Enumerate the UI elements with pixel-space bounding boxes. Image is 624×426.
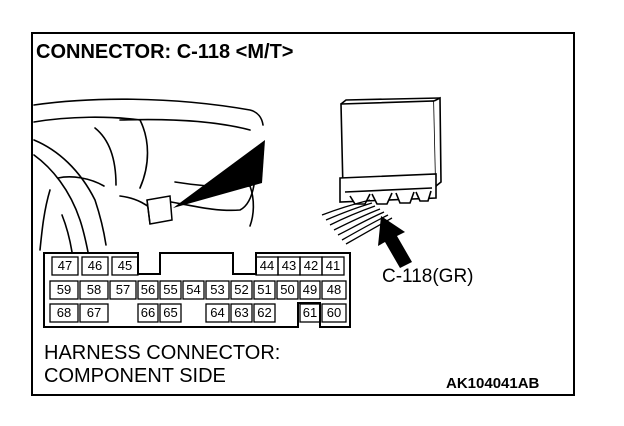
pin-45: 45 [118,258,132,273]
pin-54: 54 [186,282,200,297]
pin-59-cell [49,280,79,300]
diagram-title: CONNECTOR: C-118 <M/T> [36,41,294,63]
pin-49-cell [299,280,321,300]
pin-57: 57 [116,282,130,297]
pin-65-cell [159,303,182,323]
connector-callout-label: C-118(GR) [382,266,474,287]
pin-45-cell [111,256,139,276]
pin-46-cell [81,256,109,276]
pin-52-cell [230,280,253,300]
pin-58-cell [79,280,109,300]
pin-55: 55 [163,282,177,297]
pin-60: 60 [327,305,341,320]
pin-66-cell [137,303,159,323]
pin-66: 66 [141,305,155,320]
pin-65: 65 [163,305,177,320]
reference-code: AK104041AB [446,375,540,392]
pin-47: 47 [58,258,72,273]
pin-62: 62 [257,305,271,320]
pin-55-cell [159,280,182,300]
pin-47-cell [51,256,79,276]
pin-50-cell [276,280,299,300]
pin-58: 58 [87,282,101,297]
pin-49: 49 [303,282,317,297]
pin-60-cell [321,303,347,323]
pin-51-cell [253,280,276,300]
pin-61: 61 [303,305,317,320]
pin-41: 41 [326,258,340,273]
dashboard-connector-location [146,195,173,225]
pin-68: 68 [57,305,71,320]
pin-67: 67 [87,305,101,320]
dashboard-illustration [33,98,264,253]
pin-59: 59 [57,282,71,297]
pin-62-cell [253,303,276,323]
pin-68-cell [49,303,79,323]
connector-pin-grid: 47 46 45 44 43 42 41 59 58 57 56 55 54 53 52 51 50 49 48 68… [49,256,347,323]
pin-67-cell [79,303,109,323]
connector-pinout-outline [43,252,351,328]
pin-57-cell [109,280,137,300]
pin-46: 46 [88,258,102,273]
pin-63-cell [230,303,253,323]
pin-53-cell [205,280,230,300]
pin-64: 64 [210,305,224,320]
control-module-drawing [339,96,442,205]
pin-54-cell [182,280,205,300]
pin-61-cell [299,303,321,323]
pin-43: 43 [282,258,296,273]
location-pointer-wedge [173,140,265,208]
pin-56-cell [137,280,159,300]
connector-arrow [378,216,412,268]
pin-53: 53 [210,282,224,297]
pin-41-cell [321,256,345,276]
pin-63: 63 [234,305,248,320]
pin-42: 42 [304,258,318,273]
caption-line-2: COMPONENT SIDE [44,365,226,387]
pin-64-cell [205,303,230,323]
pin-51: 51 [257,282,271,297]
pin-44: 44 [260,258,274,273]
pin-48-cell [321,280,347,300]
caption-line-1: HARNESS CONNECTOR: [44,342,281,364]
pin-56: 56 [141,282,155,297]
pin-48: 48 [327,282,341,297]
pin-50: 50 [280,282,294,297]
pin-52: 52 [234,282,248,297]
diagram-frame [31,32,575,396]
